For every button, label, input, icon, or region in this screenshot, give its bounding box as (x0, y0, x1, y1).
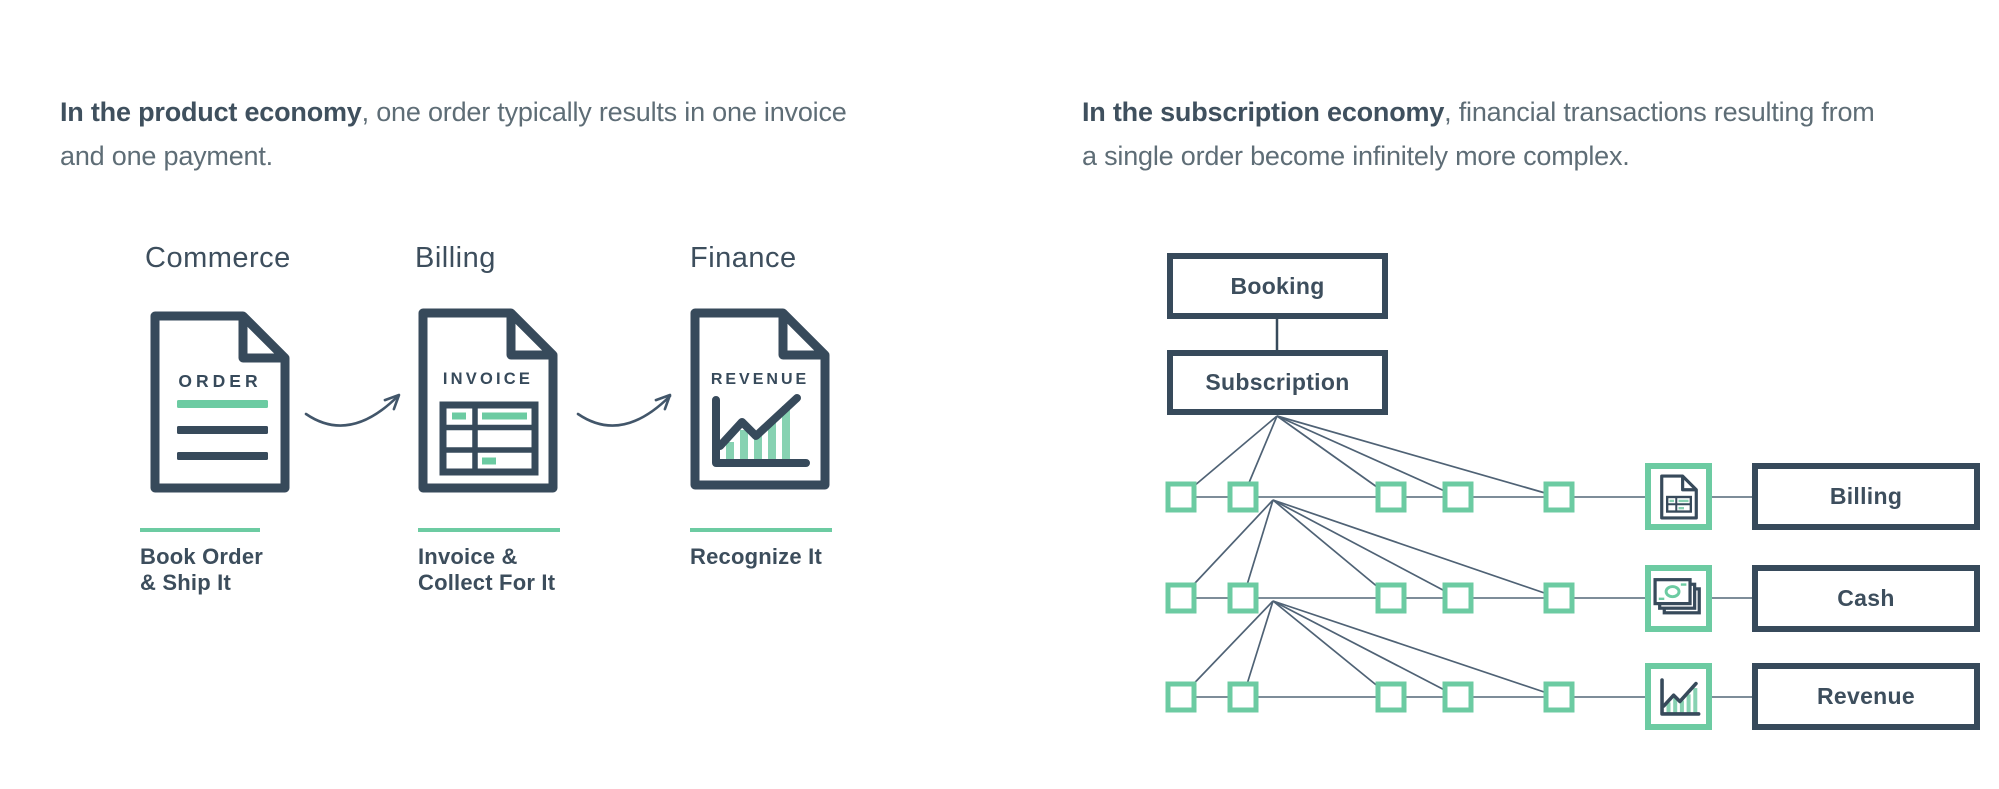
transaction-square (1375, 582, 1407, 614)
cash-icon-box (1645, 565, 1712, 632)
billing-output-box: Billing (1752, 463, 1980, 530)
transaction-square (1165, 582, 1197, 614)
subscription-label: Subscription (1205, 369, 1350, 395)
order-document-icon: ORDER (150, 311, 290, 493)
invoice-table (439, 401, 539, 476)
row1-fan-lines (1180, 499, 1560, 599)
caption-invoice-collect: Invoice & Collect For It (418, 544, 556, 595)
intro-bold-text: In the product economy (60, 97, 362, 127)
transaction-square (1442, 582, 1474, 614)
caption-accent-line (140, 528, 260, 532)
revenue-chart (712, 394, 810, 467)
transaction-square (1375, 681, 1407, 713)
revenue-icon-box (1645, 663, 1712, 730)
invoice-doc-title: INVOICE (443, 370, 533, 388)
invoice-document-icon (1659, 474, 1698, 519)
revenue-doc-title: REVENUE (711, 371, 809, 388)
transaction-squares-row-2 (1165, 582, 1575, 614)
transaction-square (1165, 681, 1197, 713)
revenue-output-label: Revenue (1817, 683, 1915, 709)
cash-output-box: Cash (1752, 565, 1980, 632)
heading-finance: Finance (690, 242, 797, 274)
intro-bold-text: In the subscription economy (1082, 97, 1445, 127)
transaction-square (1375, 481, 1407, 513)
invoice-document-icon: INVOICE (418, 308, 558, 493)
intro-rest-text: , financial transactions resulting from … (1082, 97, 1875, 171)
subscription-node: Subscription (1167, 350, 1388, 415)
transaction-square (1543, 582, 1575, 614)
revenue-output-box: Revenue (1752, 663, 1980, 730)
revenue-document-icon: REVENUE (690, 308, 830, 490)
product-economy-intro: In the product economy, one order typica… (60, 90, 1060, 178)
billing-output-label: Billing (1829, 483, 1903, 509)
booking-node: Booking (1167, 253, 1388, 319)
order-text-line (177, 452, 268, 460)
transaction-square (1543, 681, 1575, 713)
curved-arrow-icon (304, 393, 401, 427)
transaction-squares-row-3 (1165, 681, 1575, 713)
subscription-economy-intro: In the subscription economy, financial t… (1082, 90, 1992, 178)
growth-chart-icon (1659, 677, 1700, 716)
caption-recognize-it: Recognize It (690, 544, 822, 569)
transaction-square (1165, 481, 1197, 513)
curved-arrow-icon (576, 393, 672, 427)
subscription-fan-lines (1180, 415, 1560, 498)
order-green-line (177, 400, 268, 408)
order-text-line (177, 426, 268, 434)
cash-output-label: Cash (1837, 585, 1895, 611)
row2-fan-lines (1180, 600, 1560, 698)
banknotes-icon (1652, 577, 1701, 614)
transaction-square (1543, 481, 1575, 513)
transaction-square (1227, 481, 1259, 513)
intro-rest-text: , one order typically results in one inv… (60, 97, 847, 171)
caption-accent-line (690, 528, 832, 532)
transaction-square (1227, 681, 1259, 713)
heading-commerce: Commerce (145, 242, 291, 274)
transaction-square (1442, 681, 1474, 713)
caption-accent-line (418, 528, 560, 532)
heading-billing: Billing (415, 242, 496, 274)
transaction-square (1442, 481, 1474, 513)
transaction-squares-row-1 (1165, 481, 1575, 513)
billing-icon-box (1645, 463, 1712, 530)
order-doc-title: ORDER (178, 371, 261, 391)
transaction-square (1227, 582, 1259, 614)
booking-label: Booking (1230, 272, 1325, 299)
caption-book-order: Book Order & Ship It (140, 544, 264, 595)
